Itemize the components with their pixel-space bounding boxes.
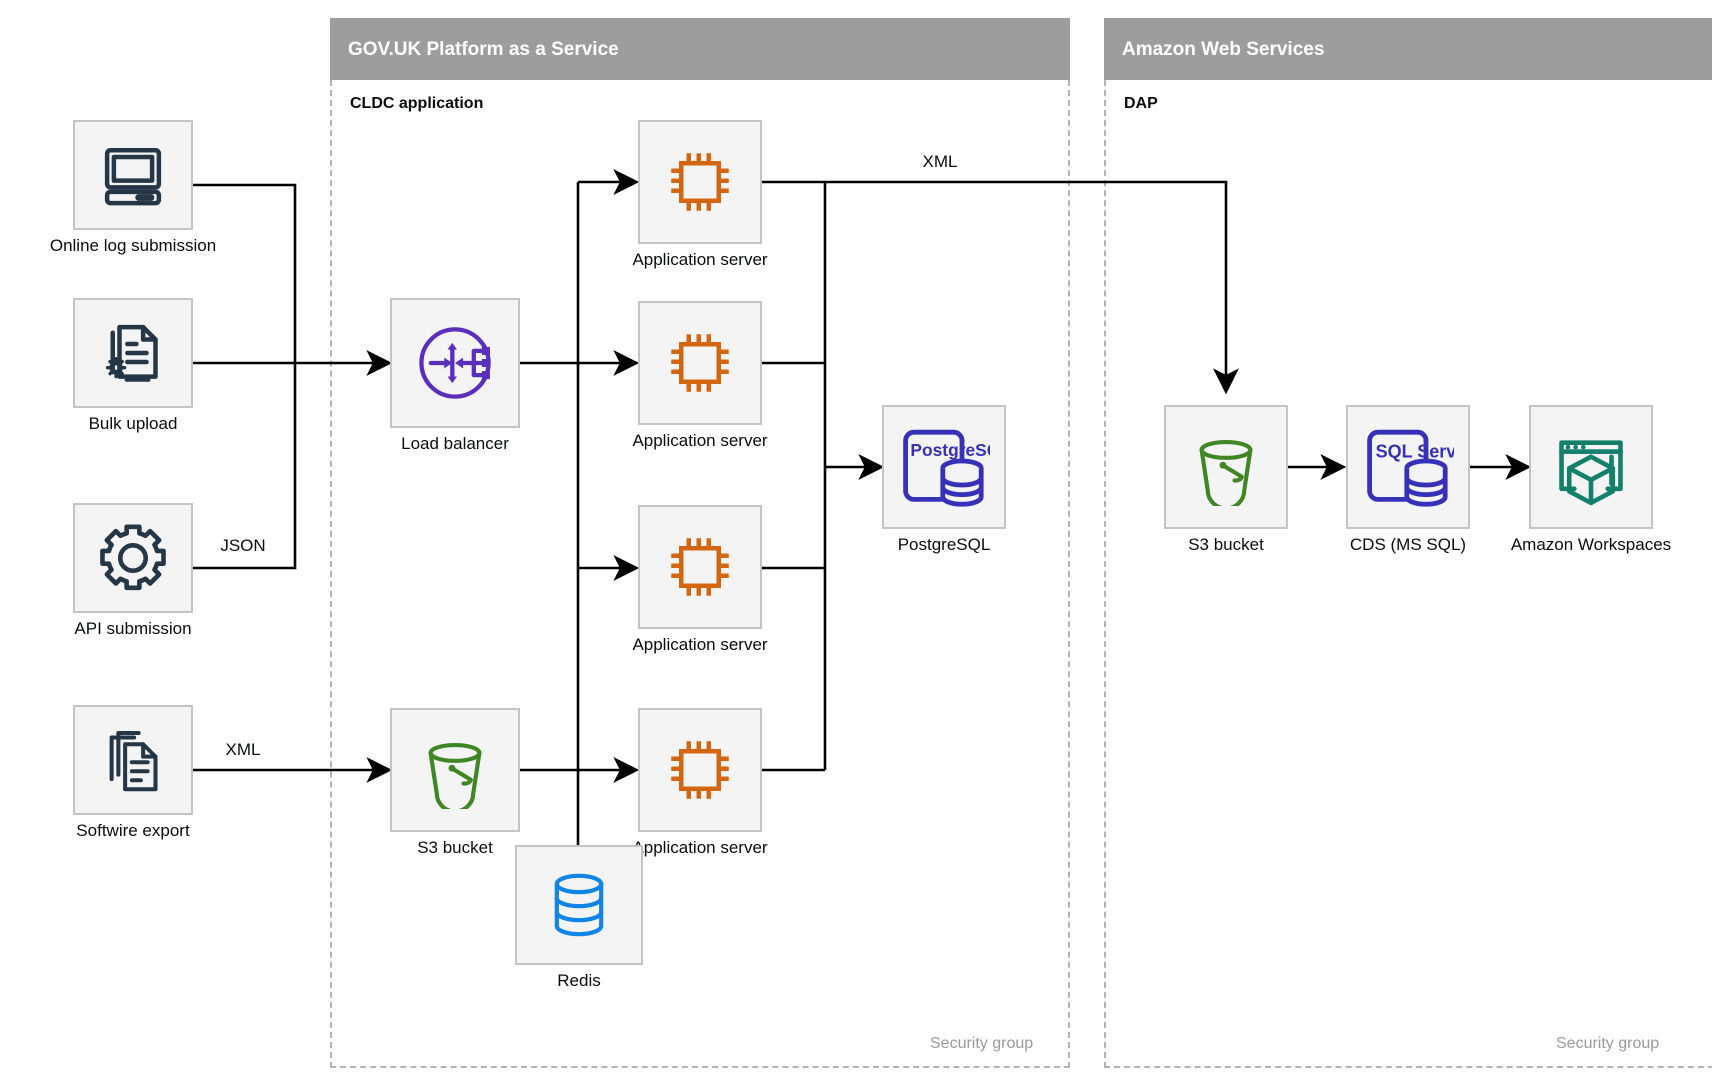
load-balancer-icon — [419, 327, 491, 399]
node-label: API submission — [74, 619, 192, 638]
node-label: Load balancer — [401, 434, 509, 453]
group-body-paas — [330, 80, 1070, 1068]
node-application-server-4[interactable]: Application server — [632, 708, 768, 857]
node-label: Application server — [632, 250, 768, 269]
node-tile — [73, 705, 193, 815]
edge-label-xml-to-s3: XML — [922, 152, 958, 171]
node-amazon-workspaces[interactable]: Amazon Workspaces — [1511, 405, 1671, 554]
node-load-balancer[interactable]: Load balancer — [390, 298, 520, 453]
group-title-wrap-aws: Amazon Web Services — [1104, 18, 1712, 80]
edge-label-json: JSON — [220, 536, 266, 555]
desktop-computer-icon — [104, 148, 162, 206]
node-postgresql[interactable]: PostgreSQL PostgreSQL — [882, 405, 1006, 554]
node-label: Redis — [557, 971, 601, 990]
node-application-server-2[interactable]: Application server — [632, 301, 768, 450]
node-label: Softwire export — [76, 821, 190, 840]
node-label: S3 bucket — [1188, 535, 1264, 554]
node-label: Amazon Workspaces — [1510, 535, 1672, 554]
node-tile — [73, 298, 193, 408]
node-tile — [73, 120, 193, 230]
cpu-chip-icon — [671, 153, 729, 211]
node-label: Online log submission — [49, 236, 217, 255]
node-tile: PostgreSQL — [882, 405, 1006, 529]
cpu-chip-icon — [671, 741, 729, 799]
cpu-chip-icon — [671, 538, 729, 596]
node-tile — [73, 503, 193, 613]
node-label: Application server — [632, 431, 768, 450]
node-tile — [390, 708, 520, 832]
group-body-aws — [1104, 80, 1712, 1068]
node-cds-ms-sql[interactable]: SQL Server CDS (MS SQL) — [1346, 405, 1470, 554]
node-redis[interactable]: Redis — [515, 845, 643, 990]
node-bulk-upload[interactable]: Bulk upload — [73, 298, 193, 433]
node-tile — [1164, 405, 1288, 529]
node-application-server-3[interactable]: Application server — [632, 505, 768, 654]
sql-server-icon: SQL Server — [1367, 429, 1454, 507]
cpu-chip-icon — [671, 334, 729, 392]
s3-bucket-icon — [428, 742, 482, 809]
stacked-documents-icon — [109, 730, 158, 792]
group-sublabel-cldc: CLDC application — [350, 95, 484, 112]
node-s3-bucket-aws[interactable]: S3 bucket — [1164, 405, 1288, 554]
node-tile — [1529, 405, 1653, 529]
gear-icon — [100, 524, 166, 591]
node-application-server-1[interactable]: Application server — [632, 120, 768, 269]
node-softwire-export[interactable]: Softwire export — [73, 705, 193, 840]
edge-label-xml-softwire: XML — [225, 740, 261, 759]
node-s3-bucket-paas[interactable]: S3 bucket — [390, 708, 520, 857]
s3-bucket-icon — [1199, 439, 1253, 506]
node-online-log-submission[interactable]: Online log submission — [50, 120, 216, 255]
node-tile — [638, 708, 762, 832]
node-label: PostgreSQL — [897, 535, 991, 554]
security-group-label-paas: Security group — [930, 1035, 1034, 1052]
node-tile — [638, 505, 762, 629]
node-tile — [390, 298, 520, 428]
node-label: Bulk upload — [88, 414, 178, 433]
node-tile: SQL Server — [1346, 405, 1470, 529]
group-title-aws: Amazon Web Services — [1122, 38, 1325, 60]
security-group-label-aws: Security group — [1556, 1035, 1660, 1052]
postgresql-icon: PostgreSQL — [903, 429, 990, 507]
amazon-workspaces-icon — [1559, 440, 1623, 506]
postgresql-badge-text: PostgreSQL — [910, 440, 990, 460]
node-label: Application server — [632, 635, 768, 654]
node-label: S3 bucket — [417, 838, 493, 857]
node-tile — [515, 845, 643, 965]
node-label: Application server — [632, 838, 768, 857]
group-sublabel-dap: DAP — [1124, 95, 1158, 112]
database-cylinder-icon — [554, 873, 604, 937]
node-api-submission[interactable]: API submission — [73, 503, 193, 638]
node-tile — [638, 301, 762, 425]
document-gear-icon — [105, 324, 158, 382]
group-title-paas: GOV.UK Platform as a Service — [348, 38, 619, 60]
node-label: CDS (MS SQL) — [1349, 535, 1467, 554]
sql-server-badge-text: SQL Server — [1376, 441, 1454, 461]
node-tile — [638, 120, 762, 244]
group-header-paas: GOV.UK Platform as a Service — [330, 18, 1070, 80]
